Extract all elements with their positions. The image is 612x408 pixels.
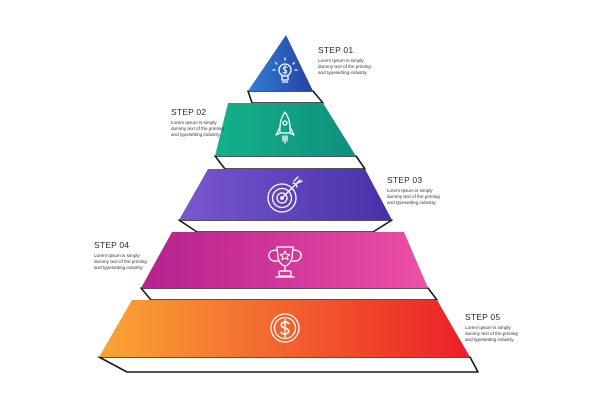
step-04-label: STEP 04 Lorem Ipsum is simply dummy text…	[94, 240, 186, 270]
target-arrow-icon	[267, 176, 303, 213]
step-03-description: Lorem Ipsum is simply dummy text of the …	[387, 188, 440, 205]
step-01-label: STEP 01 Lorem Ipsum is simply dummy text…	[318, 45, 410, 75]
step-01-description: Lorem Ipsum is simply dummy text of the …	[318, 58, 371, 75]
rocket-icon	[275, 111, 295, 144]
step-01-facet	[247, 90, 324, 104]
step-04-facet	[140, 287, 438, 301]
trophy-star-icon	[268, 246, 302, 278]
step-01-title: STEP 01	[318, 45, 354, 55]
step-04-title: STEP 04	[94, 240, 130, 250]
step-05-title: STEP 05	[465, 312, 501, 322]
step-03-label: STEP 03 Lorem Ipsum is simply dummy text…	[387, 175, 479, 205]
step-02-description: Lorem Ipsum is simply dummy text of the …	[171, 120, 224, 137]
dollar-coin-icon	[270, 313, 300, 343]
step-04-description: Lorem Ipsum is simply dummy text of the …	[94, 253, 147, 270]
step-05-description: Lorem Ipsum is simply dummy text of the …	[465, 325, 518, 342]
lightbulb-dollar-icon	[272, 57, 298, 83]
step-02-title: STEP 02	[171, 107, 207, 117]
step-02-tier	[215, 103, 356, 156]
step-05-label: STEP 05 Lorem Ipsum is simply dummy text…	[465, 312, 557, 342]
step-01-tier	[248, 35, 313, 91]
step-03-facet	[178, 219, 393, 233]
step-02-facet	[214, 155, 366, 170]
step-05-facet	[98, 356, 479, 373]
step-04-tier	[141, 232, 428, 288]
step-02-label: STEP 02 Lorem Ipsum is simply dummy text…	[171, 107, 263, 137]
step-03-title: STEP 03	[387, 175, 423, 185]
